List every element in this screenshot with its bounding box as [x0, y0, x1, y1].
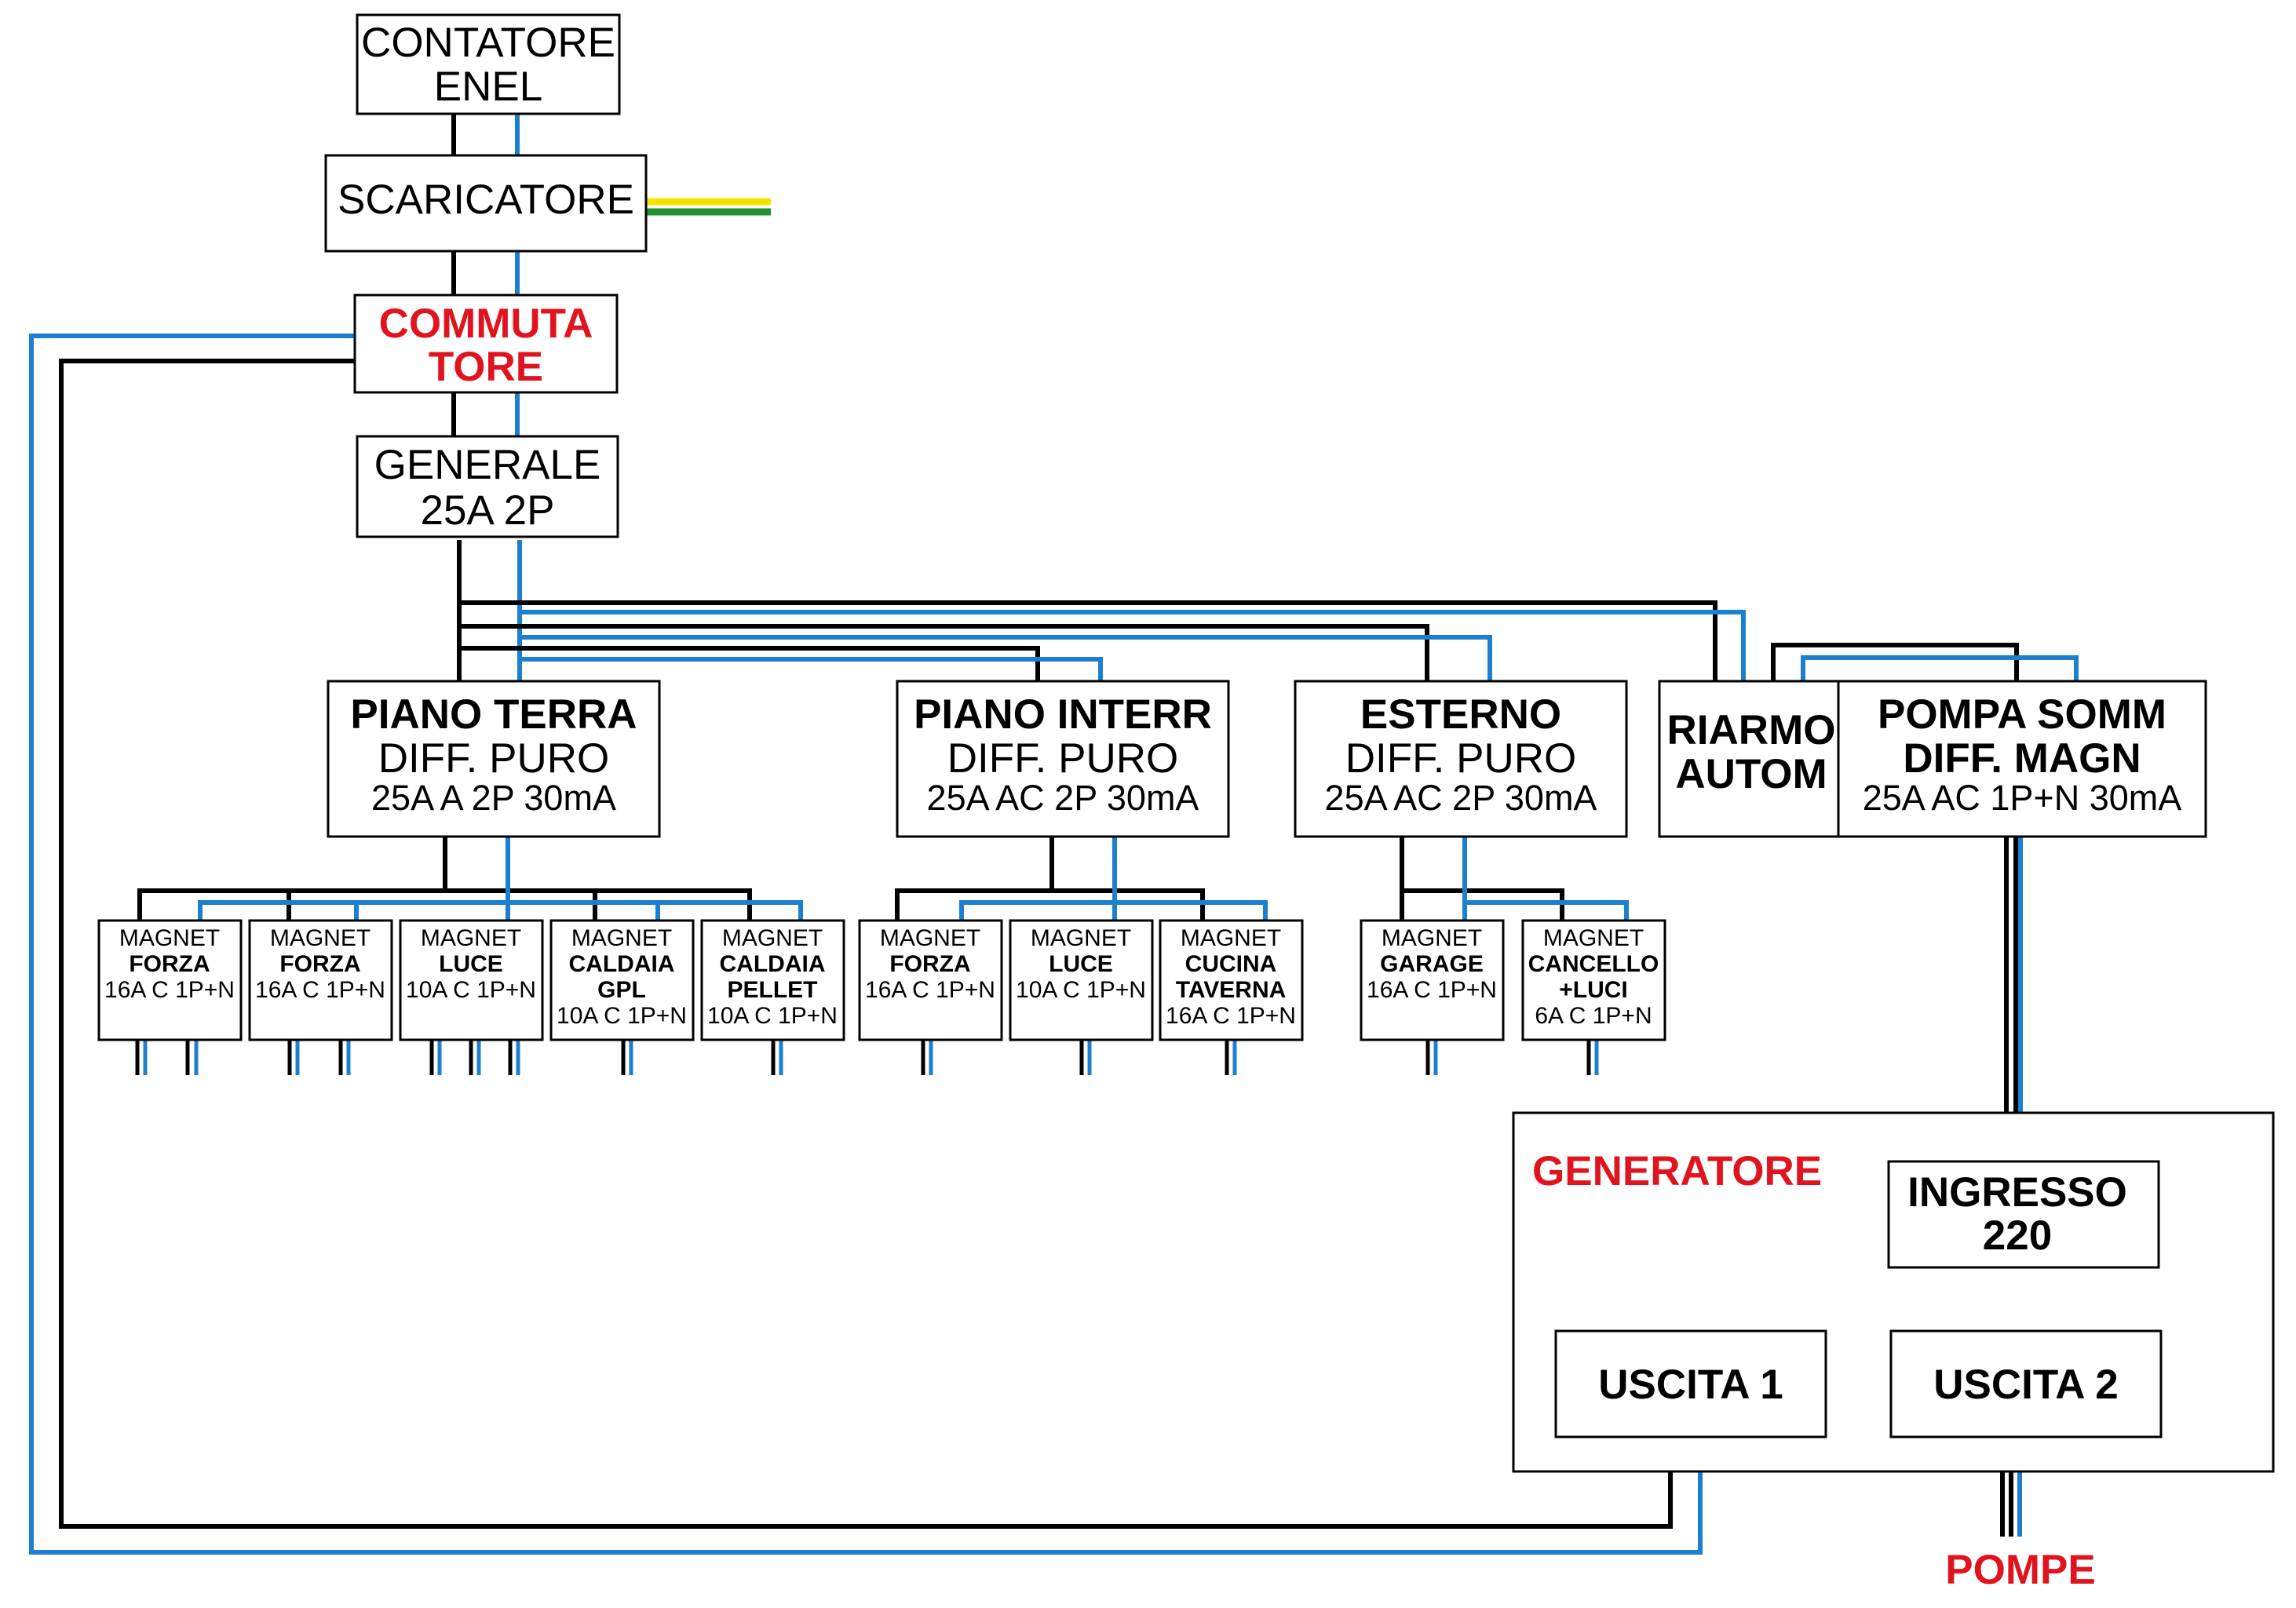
breaker-pi-cucina-taverna: MAGNET CUCINA TAVERNA 16A C 1P+N	[1159, 919, 1304, 1041]
uscita-1-box: USCITA 1	[1554, 1329, 1827, 1438]
breaker-est-garage: MAGNET GARAGE 16A C 1P+N	[1360, 919, 1505, 1041]
breaker-label: 10A C 1P+N	[406, 977, 536, 1003]
ingresso-label-1: INGRESSO	[1907, 1169, 2127, 1216]
breaker-label: MAGNET	[571, 925, 672, 951]
contatore-label-1: CONTATORE	[361, 20, 615, 66]
piano-terra-box: PIANO TERRA DIFF. PURO 25A A 2P 30mA	[327, 680, 661, 838]
commutatore-label-2: TORE	[429, 344, 543, 390]
pompa-somm-label-1: POMPA SOMM	[1878, 691, 2166, 738]
breaker-label: PELLET	[727, 977, 817, 1003]
breaker-est-cancello-luci: MAGNET CANCELLO +LUCI 6A C 1P+N	[1521, 919, 1666, 1041]
breaker-pt-caldaia-pellet: MAGNET CALDAIA PELLET 10A C 1P+N	[700, 919, 845, 1041]
uscita-2-label: USCITA 2	[1933, 1362, 2119, 1408]
breaker-label: MAGNET	[1382, 925, 1482, 951]
generale-label-2: 25A 2P	[421, 487, 555, 534]
breaker-label: 16A C 1P+N	[865, 977, 995, 1003]
commutatore-label-1: COMMUTA	[379, 301, 593, 347]
breaker-pt-luce: MAGNET LUCE 10A C 1P+N	[399, 919, 544, 1041]
breaker-pi-luce: MAGNET LUCE 10A C 1P+N	[1009, 919, 1154, 1041]
breaker-label: CANCELLO	[1528, 951, 1659, 977]
breaker-label: 10A C 1P+N	[707, 1003, 838, 1029]
riarmo-label-1: RIARMO	[1667, 707, 1836, 753]
breaker-label: FORZA	[129, 951, 210, 977]
breaker-pt-forza-1: MAGNET FORZA 16A C 1P+N	[97, 919, 243, 1041]
breaker-label: GARAGE	[1380, 951, 1484, 977]
breaker-label: 16A C 1P+N	[1166, 1003, 1296, 1029]
breaker-label: MAGNET	[119, 925, 220, 951]
wiring	[29, 114, 2079, 1555]
uscita-1-label: USCITA 1	[1598, 1362, 1783, 1408]
riarmo-autom-box: RIARMO AUTOM	[1658, 680, 1840, 838]
pompa-somm-label-3: 25A AC 1P+N 30mA	[1863, 778, 2182, 818]
breaker-label: MAGNET	[421, 925, 521, 951]
piano-terra-label-2: DIFF. PURO	[378, 735, 609, 782]
ingresso-label-2: 220	[1983, 1212, 2052, 1259]
breaker-pt-caldaia-gpl: MAGNET CALDAIA GPL 10A C 1P+N	[549, 919, 695, 1041]
piano-terra-label-3: 25A A 2P 30mA	[371, 778, 616, 818]
contatore-label-2: ENEL	[434, 64, 542, 110]
breaker-label: MAGNET	[270, 925, 370, 951]
generatore-title: GENERATORE	[1532, 1148, 1822, 1194]
contatore-enel-box: CONTATORE ENEL	[356, 13, 621, 115]
esterno-label-1: ESTERNO	[1360, 691, 1561, 738]
piano-interrato-box: PIANO INTERR DIFF. PURO 25A AC 2P 30mA	[896, 680, 1230, 838]
generatore-box: GENERATORE INGRESSO 220 USCITA 1 USCITA …	[1512, 1111, 2275, 1473]
piano-interrato-label-2: DIFF. PURO	[947, 735, 1178, 782]
breaker-label: 16A C 1P+N	[104, 977, 235, 1003]
commutatore-box: COMMUTA TORE	[353, 294, 619, 394]
riarmo-label-2: AUTOM	[1675, 751, 1827, 797]
ingresso-220-box: INGRESSO 220	[1887, 1160, 2160, 1269]
generale-box: GENERALE 25A 2P	[356, 435, 619, 538]
breaker-label: MAGNET	[880, 925, 980, 951]
breaker-pi-forza: MAGNET FORZA 16A C 1P+N	[858, 919, 1003, 1041]
breaker-label: LUCE	[439, 951, 503, 977]
uscita-2-box: USCITA 2	[1889, 1329, 2163, 1438]
breaker-label: FORZA	[279, 951, 360, 977]
breaker-label: MAGNET	[1543, 925, 1644, 951]
esterno-box: ESTERNO DIFF. PURO 25A AC 2P 30mA	[1294, 680, 1628, 838]
scaricatore-box: SCARICATORE	[324, 154, 648, 253]
breaker-label: +LUCI	[1559, 977, 1628, 1003]
piano-interrato-label-3: 25A AC 2P 30mA	[927, 778, 1199, 818]
breaker-label: TAVERNA	[1176, 977, 1287, 1003]
piano-interrato-label-1: PIANO INTERR	[914, 691, 1212, 738]
scaricatore-label: SCARICATORE	[338, 177, 634, 223]
breaker-label: MAGNET	[722, 925, 823, 951]
breaker-label: CALDAIA	[569, 951, 675, 977]
breaker-label: 10A C 1P+N	[557, 1003, 687, 1029]
breaker-label: CUCINA	[1185, 951, 1277, 977]
breaker-label: CALDAIA	[720, 951, 826, 977]
esterno-label-3: 25A AC 2P 30mA	[1325, 778, 1597, 818]
pompa-somm-box: POMPA SOMM DIFF. MAGN 25A AC 1P+N 30mA	[1837, 680, 2207, 838]
breaker-label: GPL	[597, 977, 646, 1003]
breaker-label: 6A C 1P+N	[1535, 1003, 1652, 1029]
breaker-label: 16A C 1P+N	[1367, 977, 1497, 1003]
piano-terra-label-1: PIANO TERRA	[350, 691, 637, 738]
pompe-label: POMPE	[1945, 1547, 2095, 1593]
esterno-label-2: DIFF. PURO	[1345, 735, 1576, 782]
breaker-label: FORZA	[889, 951, 970, 977]
breaker-label: MAGNET	[1031, 925, 1131, 951]
generale-label-1: GENERALE	[374, 442, 601, 488]
pompa-somm-label-2: DIFF. MAGN	[1903, 735, 2141, 782]
breaker-label: 16A C 1P+N	[255, 977, 385, 1003]
breaker-label: MAGNET	[1181, 925, 1281, 951]
breaker-label: 10A C 1P+N	[1016, 977, 1146, 1003]
breaker-label: LUCE	[1049, 951, 1113, 977]
breaker-pt-forza-2: MAGNET FORZA 16A C 1P+N	[248, 919, 393, 1041]
